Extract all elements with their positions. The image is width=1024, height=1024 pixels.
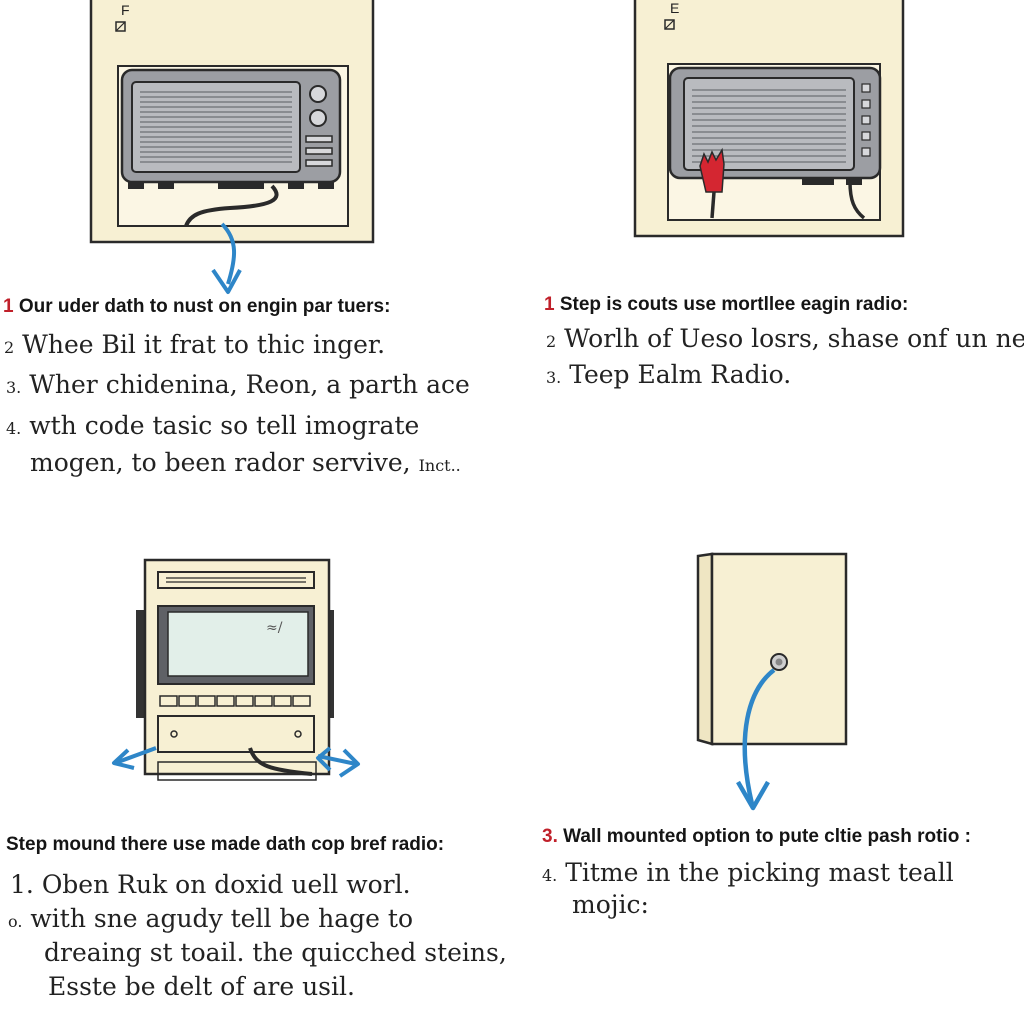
panel1-title-number: 1 bbox=[3, 296, 14, 317]
display-screen bbox=[167, 611, 309, 677]
power-cable bbox=[848, 181, 866, 220]
panel1-line-2: 3. Wher chidenina, Reon, a parth ace bbox=[6, 370, 470, 399]
panel2-title-text: Step is couts use mortllee eagin radio: bbox=[559, 294, 909, 315]
panel2-illustration bbox=[633, 0, 905, 238]
panel1-title: 1 Our uder dath to nust on engin par tue… bbox=[3, 296, 390, 318]
right-arrow-icon bbox=[316, 746, 360, 778]
panel4-illustration bbox=[696, 552, 848, 811]
panel4-line-1: 4. Titme in the picking mast teall bbox=[542, 858, 954, 887]
panel3-title: Step mound there use made dath cop bref … bbox=[6, 834, 445, 855]
corner-letter: E bbox=[670, 0, 680, 16]
panel3-line-2: o. with sne agudy tell be hage to bbox=[8, 904, 414, 933]
panel3-line-3: dreaing st toail. the quicched steins, bbox=[44, 938, 507, 967]
panel-step-2: E 1 Step is couts use mortllee eagin rad… bbox=[512, 0, 1024, 512]
panel1-illustration bbox=[89, 0, 375, 294]
panel-step-1: F 1 Our uder dath to nust on engin par t… bbox=[0, 0, 512, 512]
down-arrow-icon bbox=[220, 222, 237, 285]
panel-step-3: ≈/ Step mound there use made dath cop br… bbox=[0, 512, 512, 1024]
panel2-title-number: 1 bbox=[544, 294, 555, 315]
panel4-title-text: Wall mounted option to pute cltie pash r… bbox=[563, 826, 971, 847]
marker-square-icon bbox=[115, 21, 126, 32]
panel1-line-1: 2 Whee Bil it frat to thic inger. bbox=[4, 330, 386, 359]
power-cable bbox=[248, 747, 313, 776]
screen-mark: ≈/ bbox=[266, 620, 283, 636]
panel3-illustration bbox=[112, 558, 360, 781]
marker-square-icon bbox=[664, 19, 675, 30]
power-cable bbox=[184, 184, 279, 227]
panel4-title: 3. Wall mounted option to pute cltie pas… bbox=[542, 826, 971, 848]
down-arrow-icon bbox=[742, 668, 776, 805]
radio-unit-icon bbox=[136, 558, 334, 781]
panel1-line-4: mogen, to been rador servive, Inct.. bbox=[30, 448, 461, 477]
panel2-title: 1 Step is couts use mortllee eagin radio… bbox=[544, 294, 908, 316]
panel1-line-3: 4. wth code tasic so tell imograte bbox=[6, 411, 420, 440]
corner-letter: F bbox=[121, 2, 130, 18]
panel3-line-4: Esste be delt of are usil. bbox=[48, 972, 355, 1001]
panel3-line-1: 1. Oben Ruk on doxid uell worl. bbox=[10, 870, 411, 899]
panel1-title-text: Our uder dath to nust on engin par tuers… bbox=[18, 296, 391, 317]
radio-unit-icon bbox=[120, 68, 342, 189]
panel4-title-number: 3. bbox=[542, 826, 558, 847]
panel2-line-2: 3. Teep Ealm Radio. bbox=[546, 360, 792, 389]
panel-step-4: 3. Wall mounted option to pute cltie pas… bbox=[512, 512, 1024, 1024]
panel2-line-1: 2 Worlh of Ueso losrs, shase onf un neal bbox=[546, 324, 1024, 353]
wall-box-icon bbox=[696, 552, 848, 746]
panel4-line-2: mojic: bbox=[572, 890, 649, 919]
left-arrow-icon bbox=[112, 746, 157, 770]
